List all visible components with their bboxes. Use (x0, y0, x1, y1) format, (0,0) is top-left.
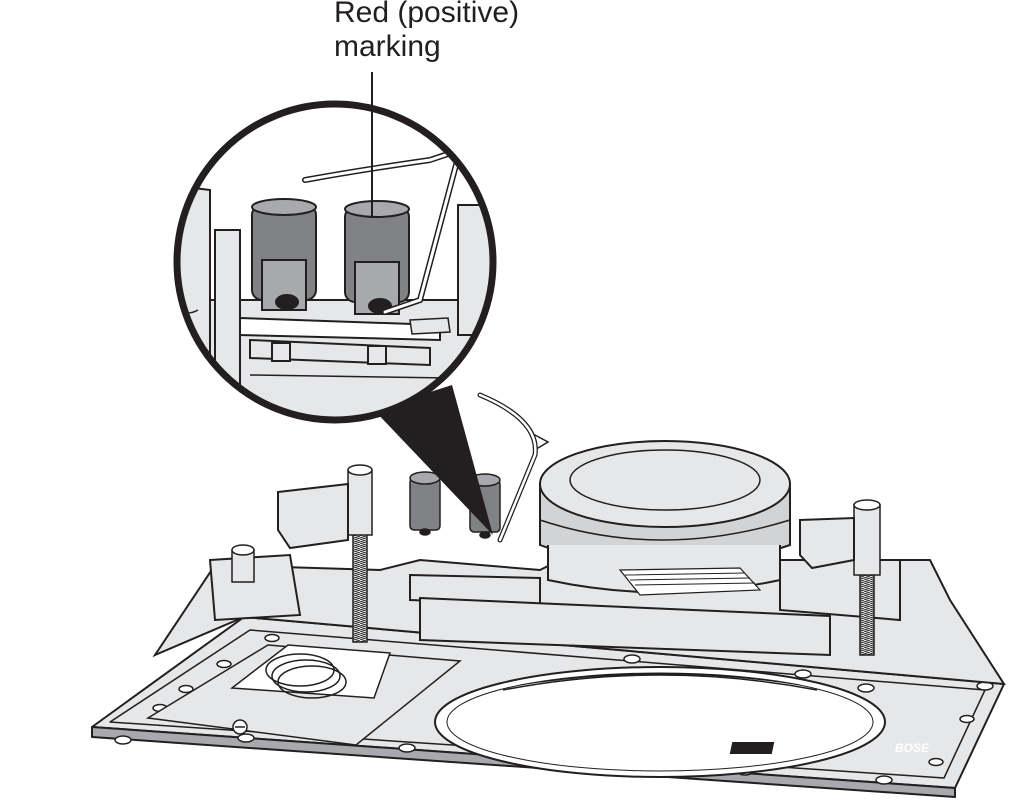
access-panel (145, 644, 462, 746)
callout-line-1: Red (positive) (334, 0, 520, 29)
zoom-magnifier (173, 100, 497, 424)
zoom-terminal-positive (344, 200, 410, 315)
terminal-negative (409, 471, 441, 536)
clamp-arms (277, 482, 855, 570)
bose-logo: BOSE (729, 741, 930, 755)
woofer-opening (434, 666, 886, 778)
callout-line-2: marking (334, 30, 441, 63)
zoom-speaker-wire (302, 145, 465, 315)
zoom-terminal-negative (251, 198, 317, 311)
woofer-magnet (539, 440, 791, 596)
zoom-pointer (374, 385, 493, 535)
speaker-wire (477, 392, 550, 543)
bose-logo-text: BOSE (895, 741, 930, 755)
callout-label: Red (positive) marking (334, 0, 519, 64)
mounting-posts (231, 464, 881, 656)
